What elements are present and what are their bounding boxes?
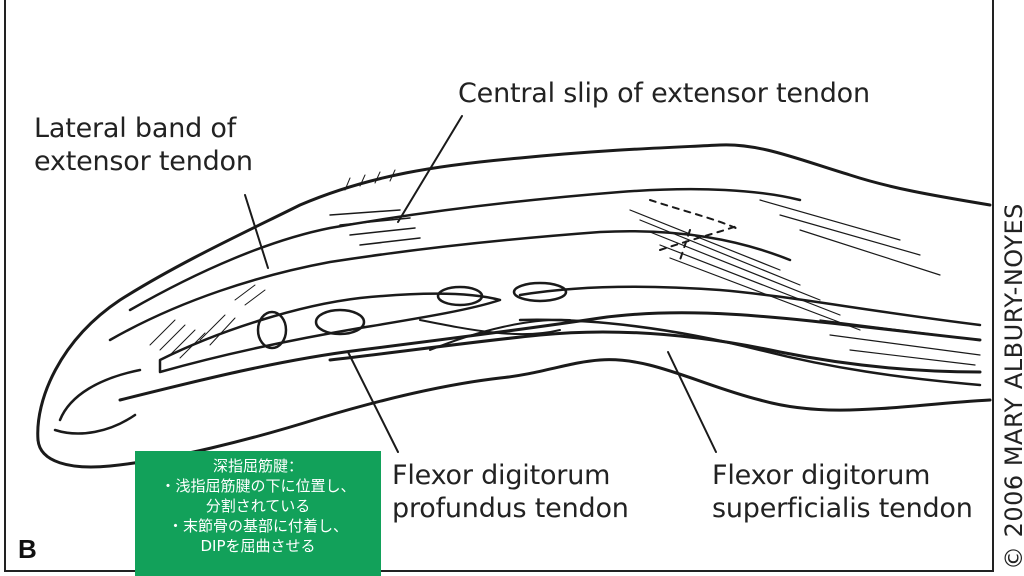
central-slip-fibers [329, 209, 421, 246]
copyright-notice: © 2006 MARY ALBURY-NOYES [1000, 203, 1024, 570]
middle-phalanx [158, 292, 502, 374]
mcp-joint [512, 281, 568, 303]
label-lateral-band-line1: Lateral band of [34, 113, 237, 144]
note-line-2: ・浅指屈筋腱の下に位置し、 [160, 477, 356, 495]
figure-frame [4, 0, 994, 572]
extensor-band-upper [128, 187, 802, 312]
note-line-1: 深指屈筋腱： [212, 457, 303, 475]
dashed-ligament [649, 199, 741, 261]
annotation-note-box: 深指屈筋腱： ・浅指屈筋腱の下に位置し、 分割されている ・末節骨の基部に付着し… [135, 451, 381, 576]
label-superficialis-line2: superficialis tendon [712, 492, 973, 524]
flexor-crossing [419, 318, 571, 351]
shading-distal [149, 284, 266, 359]
leader-profundus [347, 351, 399, 453]
note-line-3: 分割されている [205, 497, 311, 515]
label-central-slip: Central slip of extensor tendon [458, 78, 870, 109]
label-lateral-band-line2: extensor tendon [34, 145, 253, 177]
dip-joint [256, 310, 288, 350]
label-profundus-line2: profundus tendon [392, 492, 629, 524]
lateral-fibers [629, 199, 981, 366]
leader-superficialis [667, 351, 717, 453]
label-lateral-band: Lateral band of extensor tendon [34, 113, 253, 179]
flexor-profundus-line [118, 311, 982, 402]
nail-outline [53, 368, 142, 435]
leader-central-slip [397, 115, 463, 223]
pip-joint [314, 308, 366, 336]
label-profundus: Flexor digitorum profundus tendon [392, 460, 629, 526]
shading-dorsal [344, 169, 396, 191]
note-line-4: ・末節骨の基部に付着し、 [167, 517, 348, 535]
panel-letter: B [18, 534, 37, 564]
finger-dorsal-outline [36, 143, 992, 442]
proximal-phalanx [518, 285, 982, 387]
label-superficialis: Flexor digitorum superficialis tendon [712, 460, 973, 526]
leader-lateral-band [244, 194, 269, 269]
pip-joint-2 [436, 285, 484, 307]
note-line-5: DIPを屈曲させる [200, 537, 316, 555]
label-superficialis-line1: Flexor digitorum [712, 460, 931, 491]
label-profundus-line1: Flexor digitorum [392, 460, 611, 491]
